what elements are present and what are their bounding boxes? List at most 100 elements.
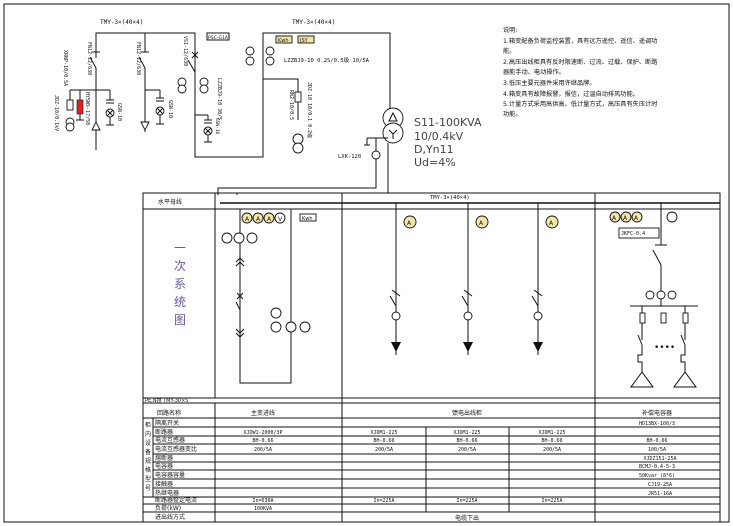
- notes: 说明: 1.箱变配备负荷监控装置，具有远方遥控、遥信、遥调功 能。 2.高压出线…: [503, 26, 658, 118]
- row-label: 隔离开关: [155, 419, 179, 427]
- row-label: 断路器: [155, 428, 173, 436]
- side-label-char: 备: [145, 448, 151, 456]
- cell: In=225A: [541, 498, 562, 504]
- incoming-circuit: [221, 209, 311, 384]
- cell: XJDZ151-25A: [643, 456, 676, 462]
- cell: BH-0.66: [541, 438, 562, 444]
- side-label-char: 设: [145, 439, 151, 447]
- note-line: 器能手动、电动操作。: [503, 68, 565, 76]
- ammeter-icon: A: [407, 220, 412, 227]
- row-label: 负荷(kW): [155, 504, 181, 512]
- pt-fuse-label: XRNP-10/0.5A: [62, 50, 68, 86]
- feeder-columns: 馈电出线柜 XJDM1-225 BH-0.66 200/5A In=225A X…: [370, 409, 565, 522]
- ammeter-icon: A: [256, 216, 261, 223]
- cell: XJDM1-225: [370, 430, 397, 436]
- row-label: 电容器容量: [155, 471, 185, 479]
- ammeter-icon: A: [634, 215, 639, 222]
- side-label-char: 号: [145, 485, 151, 492]
- capacitor-circuit: ••••: [609, 203, 698, 388]
- cell: In=630A: [252, 498, 273, 504]
- arrester-label: HY5WS-17/50: [84, 92, 90, 125]
- note-line: 5.计量方式采用高供高、低计量方式，高压具有失压计时: [503, 100, 657, 108]
- cell: BH-0.66: [646, 438, 667, 444]
- diagram-title-char: 一: [174, 241, 186, 255]
- equipment-table: [143, 397, 720, 522]
- metering-fuse-icon: [294, 91, 302, 103]
- jsy-meter-icon: [297, 35, 315, 44]
- side-label-char: 型: [145, 475, 151, 483]
- side-label-char: 规: [145, 457, 151, 465]
- note-line: 能。: [503, 47, 515, 55]
- cell: In=225A: [456, 498, 477, 504]
- note-line: 3.低压主要元器件采用许继品牌。: [503, 79, 596, 87]
- zero-ct-label: LXK-120: [338, 154, 361, 160]
- svg-text:••••: ••••: [654, 343, 675, 353]
- cell: 补偿电容器: [642, 409, 672, 417]
- cell: HD13BX-100/3: [639, 421, 675, 427]
- hv-load-switch-2: [138, 33, 165, 132]
- arrester-icon: [76, 99, 84, 115]
- cell: BH-0.66: [252, 438, 273, 444]
- metering-pt-icon: [292, 133, 304, 145]
- side-label-char: 格: [145, 466, 151, 474]
- row-label: 电容器: [155, 462, 173, 470]
- controller-label: JKFC-0.4: [621, 231, 645, 237]
- row-label: 电流互感器: [155, 436, 185, 444]
- ct-protect-label: LZZBJ9-10 30/5: [216, 78, 222, 120]
- pe-bar-label: PE,N排 TMY-30×5: [145, 397, 188, 404]
- hv-load-switch-1: [65, 33, 115, 150]
- cell: 200/5A: [458, 447, 476, 453]
- cell: CJ19-25A: [648, 482, 672, 488]
- hv-busbar: [95, 32, 391, 158]
- side-label-char: 内: [145, 430, 151, 438]
- cell: 主变进线: [251, 409, 275, 417]
- metering-pt-label: JDZ-10 10/0.1 0.2级: [306, 82, 313, 138]
- load-switch-1-label: FN12-12/630: [86, 42, 92, 75]
- note-line: 功能。: [503, 110, 522, 118]
- ammeter-icon: A: [549, 220, 554, 227]
- indicator-1-label: GSN-10: [116, 103, 122, 121]
- incoming-column: 主变进线 XJDW1-2000/3P BH-0.66 200/5A In=630…: [243, 409, 282, 512]
- relay-box-label: PSC-G1A: [208, 35, 229, 41]
- cell: 100KVA: [254, 506, 272, 512]
- notes-title: 说明:: [503, 26, 517, 34]
- cell: 200/5A: [254, 447, 272, 453]
- transformer-model: S11-100KVA: [414, 116, 482, 129]
- relay-box: [206, 32, 230, 41]
- lv-panel-frame: [142, 192, 721, 523]
- indicator-3-label: GSN-10: [214, 118, 220, 135]
- cell: 50Kvar (8*6): [639, 473, 675, 479]
- cell: XJDW1-2000/3P: [243, 430, 282, 436]
- transformer-voltage: 10/0.4kV: [414, 130, 464, 143]
- cell: BH-0.66: [456, 438, 477, 444]
- diagram-title-char: 图: [174, 313, 186, 327]
- busbar-label: 水平母线: [158, 198, 182, 206]
- hv-busbar-left-label: TMY-3×(40×4): [100, 19, 143, 26]
- cell: 200/5A: [375, 447, 393, 453]
- cell: 馈电出线柜: [452, 409, 482, 417]
- capacitor-column: 补偿电容器 HD13BX-100/3 BH-0.66 100/5A XJDZ15…: [639, 409, 677, 497]
- ammeter-icon: A: [623, 215, 628, 222]
- feeder-circuits: [389, 203, 559, 355]
- breaker-label: VS1-12/630: [182, 36, 188, 66]
- ammeter-icon: A: [479, 220, 484, 227]
- row-label: 熔断器: [155, 454, 173, 462]
- cell: In=225A: [373, 498, 394, 504]
- cell: 电缆下出: [455, 514, 479, 522]
- table-row-labels: 回路名称 隔离开关 断路器 电流互感器 电流互感器变比 熔断器 电容器 电容器容…: [145, 409, 197, 521]
- side-label-char: 柜: [145, 421, 151, 429]
- row-label: 回路名称: [157, 409, 181, 417]
- meter-ct-label: LZZBJ9-10 0.2S/0.5级 10/5A: [284, 56, 370, 64]
- cell: JR51-16A: [648, 491, 672, 497]
- cell: 100/5A: [648, 447, 666, 453]
- note-line: 1.箱变配备负荷监控装置，具有远方遥控、遥信、遥调功: [503, 37, 657, 45]
- jsy-label: JSY: [299, 38, 309, 44]
- cell: XJDM1-225: [538, 430, 565, 436]
- indicator-2-label: GSN-10: [167, 100, 173, 118]
- hv-busbar-right-label: TMY-3×(40×4): [292, 19, 335, 26]
- row-label: 电流互感器变比: [155, 445, 197, 453]
- zero-ct-icon: [371, 150, 381, 160]
- cell: 200/5A: [543, 447, 561, 453]
